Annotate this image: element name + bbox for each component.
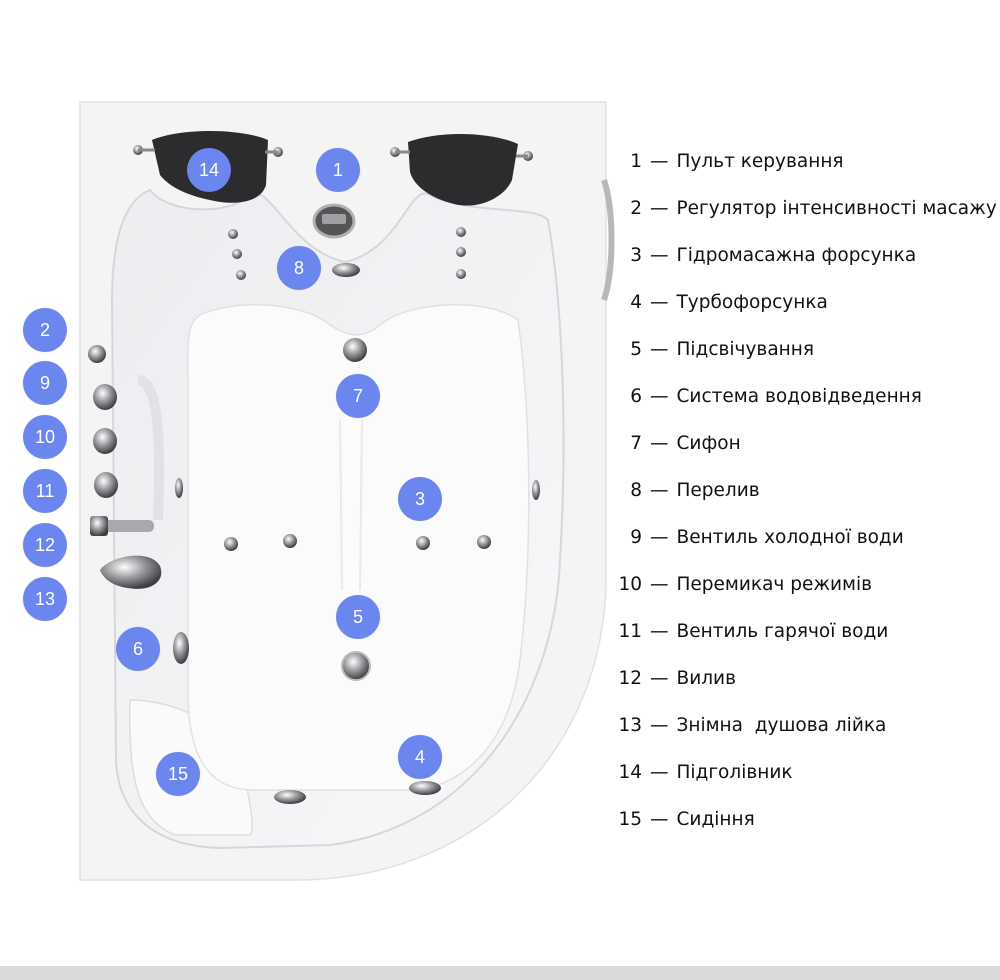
callout-marker-3: 3 <box>398 477 442 521</box>
legend-item: 10 — Перемикач режимів <box>618 569 997 616</box>
callout-marker-10: 10 <box>23 415 67 459</box>
rim-controls <box>88 345 118 498</box>
legend-number: 7 <box>630 433 642 454</box>
legend-separator: — <box>650 527 669 548</box>
tub-floor <box>187 304 530 791</box>
legend-number: 15 <box>618 809 642 830</box>
legend-item: 9 — Вентиль холодної води <box>618 522 997 569</box>
legend-item: 7 — Сифон <box>618 428 997 475</box>
bottom-divider <box>0 966 1000 980</box>
legend-number: 4 <box>630 292 642 313</box>
legend-label: Пульт керування <box>676 151 844 172</box>
legend-number: 13 <box>618 715 642 736</box>
legend-item: 8 — Перелив <box>618 475 997 522</box>
callout-marker-12: 12 <box>23 523 67 567</box>
legend-label: Вентиль холодної води <box>676 527 904 548</box>
callout-marker-6: 6 <box>116 627 160 671</box>
legend-item: 4 — Турбофорсунка <box>618 287 997 334</box>
legend-number: 11 <box>618 621 642 642</box>
turbo-jet <box>274 790 306 804</box>
legend-separator: — <box>650 151 669 172</box>
legend-separator: — <box>650 198 669 219</box>
legend-separator: — <box>650 433 669 454</box>
legend-separator: — <box>650 245 669 266</box>
shower-head <box>100 555 162 589</box>
legend-item: 12 — Вилив <box>618 663 997 710</box>
legend-number: 1 <box>630 151 642 172</box>
legend-label: Вентиль гарячої води <box>676 621 889 642</box>
legend-number: 14 <box>618 762 642 783</box>
legend-separator: — <box>650 809 669 830</box>
parts-legend: 1 — Пульт керування 2 — Регулятор інтенсивно… <box>618 146 997 851</box>
callout-marker-14: 14 <box>187 148 231 192</box>
legend-separator: — <box>650 574 669 595</box>
legend-label: Гідромасажна форсунка <box>676 245 917 266</box>
legend-number: 2 <box>630 198 642 219</box>
legend-label: Перелив <box>676 480 760 501</box>
legend-number: 6 <box>630 386 642 407</box>
legend-item: 6 — Система водовідведення <box>618 381 997 428</box>
legend-separator: — <box>650 386 669 407</box>
legend-number: 10 <box>618 574 642 595</box>
callout-marker-5: 5 <box>336 595 380 639</box>
turbo-jet <box>409 781 441 795</box>
legend-separator: — <box>650 480 669 501</box>
callout-marker-13: 13 <box>23 577 67 621</box>
legend-label: Вилив <box>676 668 736 689</box>
side-rail <box>601 179 615 301</box>
legend-separator: — <box>650 339 669 360</box>
legend-label: Сифон <box>676 433 741 454</box>
legend-label: Турбофорсунка <box>676 292 828 313</box>
legend-number: 12 <box>618 668 642 689</box>
legend-separator: — <box>650 762 669 783</box>
legend-separator: — <box>650 715 669 736</box>
callout-marker-4: 4 <box>398 735 442 779</box>
neck-jets <box>228 227 466 280</box>
light <box>341 651 371 681</box>
headrest-right <box>390 133 533 206</box>
legend-item: 13 — Знімна душова лійка <box>618 710 997 757</box>
legend-separator: — <box>650 292 669 313</box>
legend-number: 9 <box>630 527 642 548</box>
callout-marker-11: 11 <box>23 469 67 513</box>
legend-item: 5 — Підсвічування <box>618 334 997 381</box>
legend-number: 3 <box>630 245 642 266</box>
callout-marker-8: 8 <box>277 246 321 290</box>
legend-item: 1 — Пульт керування <box>618 146 997 193</box>
legend-item: 14 — Підголівник <box>618 757 997 804</box>
legend-label: Сидіння <box>676 809 755 830</box>
center-rib <box>339 419 363 591</box>
legend-item: 15 — Сидіння <box>618 804 997 851</box>
legend-label: Перемикач режимів <box>676 574 873 595</box>
callout-marker-15: 15 <box>156 752 200 796</box>
callout-marker-2: 2 <box>23 308 67 352</box>
legend-separator: — <box>650 621 669 642</box>
legend-number: 8 <box>630 480 642 501</box>
legend-label: Знімна душова лійка <box>676 715 887 736</box>
legend-label: Підсвічування <box>676 339 815 360</box>
legend-label: Підголівник <box>676 762 793 783</box>
callout-marker-1: 1 <box>316 148 360 192</box>
floor-jets <box>224 534 491 551</box>
siphon-drain <box>343 338 367 362</box>
legend-separator: — <box>650 668 669 689</box>
legend-item: 11 — Вентиль гарячої води <box>618 616 997 663</box>
callout-marker-7: 7 <box>336 374 380 418</box>
overflow <box>332 263 360 277</box>
legend-label: Регулятор інтенсивності масажу <box>676 198 997 219</box>
drainage <box>173 632 189 664</box>
bathtub-illustration <box>79 101 615 881</box>
legend-label: Система водовідведення <box>676 386 922 407</box>
callout-marker-9: 9 <box>23 361 67 405</box>
legend-item: 3 — Гідромасажна форсунка <box>618 240 997 287</box>
legend-number: 5 <box>630 339 642 360</box>
legend-item: 2 — Регулятор інтенсивності масажу <box>618 193 997 240</box>
